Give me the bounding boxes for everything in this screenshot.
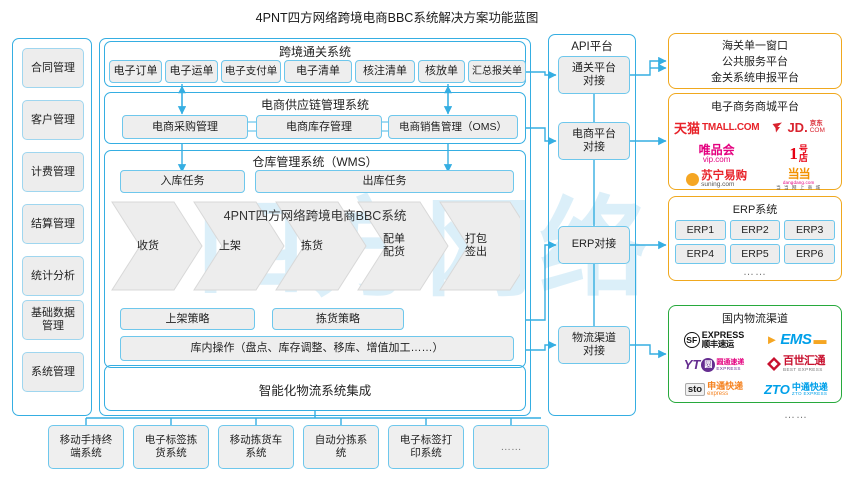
bottom-item-5[interactable]: …… [473, 425, 549, 469]
best-diamond-icon [767, 357, 781, 372]
wms-task-inbound[interactable]: 入库任务 [120, 170, 245, 193]
logo-yihaodian[interactable]: 1 号店 [789, 143, 808, 163]
wms-strategy-1[interactable]: 拣货策略 [272, 308, 404, 330]
supply-chain-title: 电商供应链管理系统 [260, 98, 369, 112]
api-item-3[interactable]: 物流渠道 对接 [558, 326, 630, 364]
customs-platform-panel: 海关单一窗口 公共服务平台 金关系统申报平台 [668, 33, 842, 89]
sidebar-item-0[interactable]: 合同管理 [22, 48, 84, 88]
erp-item-2[interactable]: ERP3 [784, 220, 835, 240]
supply-chain-item-0[interactable]: 电商采购管理 [122, 115, 248, 139]
customs-item-1[interactable]: 电子运单 [165, 60, 218, 83]
bottom-item-2[interactable]: 移动拣货车 系统 [218, 425, 294, 469]
customs-platform-line-2: 金关系统申报平台 [711, 71, 799, 84]
customs-item-3[interactable]: 电子清单 [284, 60, 352, 83]
wms-title: 仓库管理系统（WMS） [252, 155, 378, 169]
customs-platform-line-0: 海关单一窗口 [722, 40, 788, 52]
api-item-1[interactable]: 电商平台 对接 [558, 122, 630, 160]
wms-flow-step-3[interactable]: 配单 配货 [383, 233, 405, 259]
wms-flow-step-1[interactable]: 上架 [219, 240, 241, 252]
sidebar-item-1[interactable]: 客户管理 [22, 100, 84, 140]
erp-item-1[interactable]: ERP2 [729, 220, 781, 240]
wms-flow-step-0[interactable]: 收货 [137, 240, 159, 252]
wms-task-outbound[interactable]: 出库任务 [255, 170, 514, 193]
bottom-item-3[interactable]: 自动分拣系 统 [303, 425, 379, 469]
bottom-item-0[interactable]: 移动手持终 端系统 [48, 425, 124, 469]
yto-badge-icon: 圆 [701, 357, 716, 372]
customs-item-2[interactable]: 电子支付单 [221, 60, 281, 83]
customs-item-5[interactable]: 核放单 [418, 60, 465, 83]
erp-title: ERP系统 [732, 204, 778, 216]
bottom-item-4[interactable]: 电子标签打 印系统 [388, 425, 464, 469]
logistics-more-dots: …… [784, 408, 808, 421]
suning-badge-icon [686, 173, 700, 186]
erp-item-3[interactable]: ERP4 [675, 244, 726, 264]
integration-frame [104, 365, 526, 411]
supply-chain-item-1[interactable]: 电商库存管理 [256, 115, 382, 139]
wms-flow-title: 4PNT四方网络跨境电商BBC系统 [223, 209, 407, 223]
wms-flow-step-2[interactable]: 拣货 [301, 240, 323, 252]
jd-bird-icon [772, 122, 783, 133]
sidebar-item-4[interactable]: 统计分析 [22, 256, 84, 296]
sto-badge-icon: sto [684, 383, 706, 396]
sidebar-item-2[interactable]: 计费管理 [22, 152, 84, 192]
customs-title: 跨境通关系统 [278, 45, 351, 59]
erp-item-0[interactable]: ERP1 [675, 220, 726, 240]
sf-circle-icon: SF [683, 331, 700, 348]
erp-more-dots: …… [743, 266, 767, 278]
ecommerce-platform-title: 电子商务商城平台 [711, 101, 799, 113]
api-title: API平台 [571, 41, 613, 53]
api-item-0[interactable]: 通关平台 对接 [558, 56, 630, 94]
bottom-item-1[interactable]: 电子标签拣 货系统 [133, 425, 209, 469]
logistics-title: 国内物流渠道 [722, 313, 788, 325]
customs-item-4[interactable]: 核注清单 [355, 60, 415, 83]
supply-chain-frame [104, 92, 526, 144]
erp-item-5[interactable]: ERP6 [784, 244, 835, 264]
wms-strategy-0[interactable]: 上架策略 [120, 308, 255, 330]
sidebar-frame [12, 38, 92, 416]
logo-dangdang[interactable]: 当当 dangdang.com 当 当 网 上 商 城 [776, 167, 822, 190]
customs-item-0[interactable]: 电子订单 [109, 60, 162, 83]
erp-item-4[interactable]: ERP5 [729, 244, 781, 264]
sidebar-item-6[interactable]: 系统管理 [22, 352, 84, 392]
sidebar-item-5[interactable]: 基础数据 管理 [22, 300, 84, 340]
logo-ems[interactable]: ►EMS▬ [765, 331, 827, 348]
page-title: 4PNT四方网络跨境电商BBC系统解决方案功能蓝图 [255, 11, 539, 25]
wms-flow-step-4[interactable]: 打包 签出 [465, 233, 487, 259]
api-frame [548, 34, 636, 416]
sidebar-item-3[interactable]: 结算管理 [22, 204, 84, 244]
integration-label: 智能化物流系统集成 [258, 384, 372, 398]
wms-frame [104, 150, 526, 368]
wms-operations[interactable]: 库内操作（盘点、库存调整、移库、增值加工……） [120, 336, 514, 361]
api-item-2[interactable]: ERP对接 [558, 226, 630, 264]
erp-panel: ERP系统 ERP1 ERP2 ERP3 ERP4 ERP5 ERP6 …… [668, 196, 842, 281]
customs-platform-line-1: 公共服务平台 [722, 55, 788, 68]
customs-item-6[interactable]: 汇总报关单 [468, 60, 526, 83]
supply-chain-item-2[interactable]: 电商销售管理（OMS） [388, 115, 518, 139]
